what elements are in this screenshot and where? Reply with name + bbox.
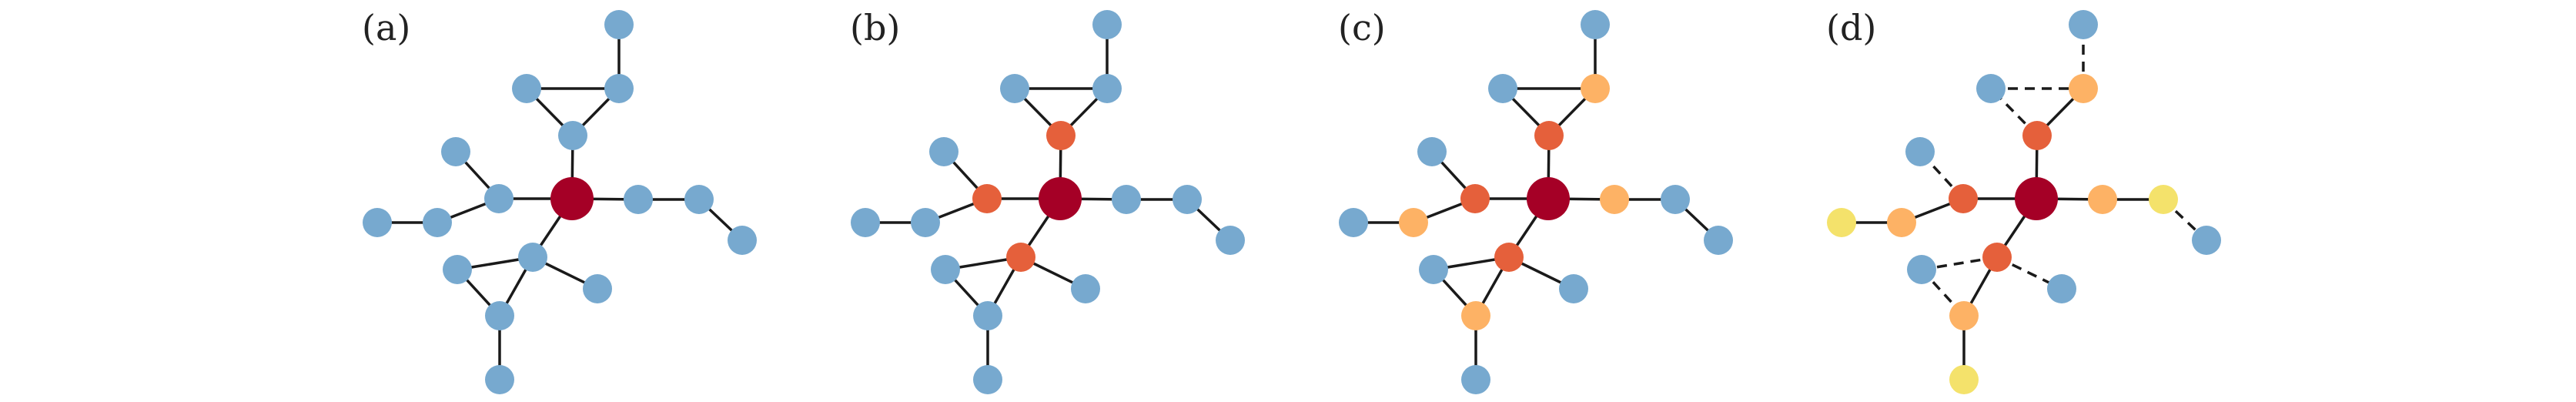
node-leftHub: [1949, 184, 1978, 213]
node-lowBot: [1949, 365, 1979, 394]
node-topL: [1000, 74, 1029, 103]
node-topR: [604, 74, 634, 103]
node-topR: [1092, 74, 1122, 103]
node-leftMid: [423, 208, 452, 237]
node-topTop: [1092, 10, 1122, 39]
node-lowBot: [973, 365, 1002, 394]
panel-label-c: (c): [1338, 7, 1386, 49]
node-leftMid: [1887, 208, 1916, 237]
node-leftFar: [1339, 208, 1368, 237]
node-leftHub: [1460, 184, 1490, 213]
node-leftUp: [441, 137, 470, 166]
node-leftHub: [484, 184, 514, 213]
node-upTri: [1534, 121, 1564, 150]
node-right3: [1704, 226, 1733, 255]
edge-lowHub-lowL: [1921, 256, 1998, 271]
center-node: [2015, 177, 2058, 220]
node-lowL: [931, 255, 960, 284]
node-lowL: [443, 255, 472, 284]
node-upTri: [558, 121, 587, 150]
node-topL: [1976, 74, 2006, 103]
node-upTri: [1046, 121, 1076, 150]
node-leftUp: [929, 137, 958, 166]
node-right2: [1661, 185, 1690, 214]
node-leftFar: [1827, 208, 1856, 237]
panel-c: (c): [1338, 7, 1733, 394]
node-right1: [624, 185, 653, 214]
node-upTri: [2022, 121, 2052, 150]
node-leftMid: [1399, 208, 1428, 237]
node-lowL: [1419, 255, 1448, 284]
node-lowBot: [485, 365, 514, 394]
node-lowTri: [485, 301, 514, 330]
node-right2: [2149, 185, 2178, 214]
node-topTop: [604, 10, 634, 39]
panel-b: (b): [850, 7, 1245, 394]
panel-c-nodes: [1339, 10, 1733, 394]
node-leftFar: [363, 208, 392, 237]
node-topL: [512, 74, 541, 103]
node-right2: [1173, 185, 1202, 214]
node-lowR: [1071, 274, 1100, 303]
node-right2: [684, 185, 714, 214]
node-right1: [1600, 185, 1629, 214]
node-topTop: [1581, 10, 1610, 39]
node-lowBot: [1461, 365, 1490, 394]
node-leftFar: [851, 208, 880, 237]
node-lowR: [1559, 274, 1588, 303]
center-node: [550, 177, 594, 220]
panel-d: (d): [1826, 7, 2221, 394]
node-topR: [1581, 74, 1610, 103]
node-lowHub: [518, 243, 547, 272]
panel-d-nodes: [1827, 10, 2221, 394]
node-lowL: [1907, 255, 1936, 284]
node-lowHub: [1006, 243, 1035, 272]
node-leftUp: [1417, 137, 1447, 166]
center-node: [1527, 177, 1570, 220]
panel-label-d: (d): [1826, 7, 1876, 49]
center-node: [1039, 177, 1082, 220]
node-right1: [1112, 185, 1141, 214]
panel-label-a: (a): [362, 7, 410, 49]
node-right1: [2088, 185, 2117, 214]
node-right3: [1216, 226, 1245, 255]
node-topL: [1488, 74, 1517, 103]
node-right3: [2192, 226, 2221, 255]
node-lowR: [2047, 274, 2076, 303]
panel-a-nodes: [363, 10, 757, 394]
node-leftUp: [1905, 137, 1935, 166]
panel-a: (a): [362, 7, 757, 394]
node-lowHub: [1982, 243, 2012, 272]
node-right3: [728, 226, 757, 255]
node-lowHub: [1494, 243, 1524, 272]
panel-b-nodes: [851, 10, 1245, 394]
node-topR: [2069, 74, 2098, 103]
node-lowTri: [1461, 301, 1490, 330]
node-lowR: [583, 274, 612, 303]
panel-label-b: (b): [850, 7, 900, 49]
node-leftHub: [972, 184, 1002, 213]
node-leftMid: [911, 208, 940, 237]
node-lowTri: [973, 301, 1002, 330]
node-lowTri: [1949, 301, 1979, 330]
node-topTop: [2069, 10, 2098, 39]
